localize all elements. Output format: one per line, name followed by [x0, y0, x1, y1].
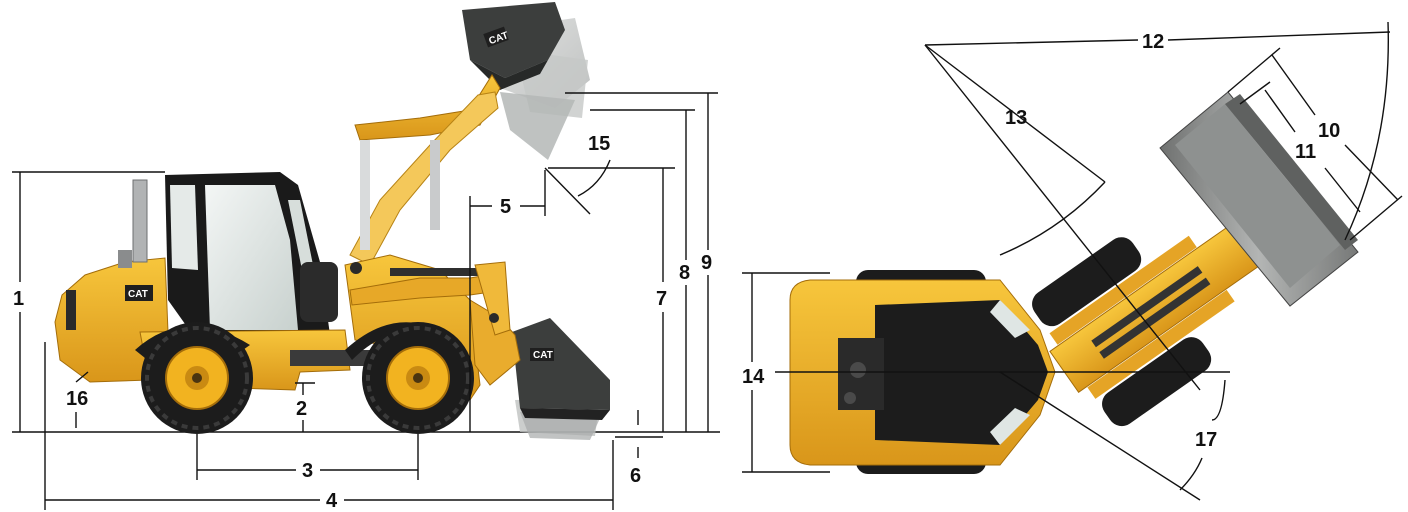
dimension-label-3: 3 — [302, 460, 313, 482]
top-bucket — [1159, 91, 1359, 307]
dimension-label-4: 4 — [326, 490, 338, 512]
dimension-12: 12 — [924, 21, 1391, 241]
dimension-9: 9 — [565, 92, 718, 432]
dimension-label-10: 10 — [1318, 120, 1340, 142]
rear-wheel — [141, 322, 253, 434]
dimension-13: 13 — [924, 44, 1201, 391]
dimension-label-7: 7 — [656, 288, 667, 310]
raised-lift-arms — [349, 74, 501, 266]
engine-hood: CAT — [54, 179, 169, 383]
dimension-11: 11 — [1239, 81, 1361, 213]
dimension-label-1: 1 — [13, 288, 24, 310]
top-front-section — [1032, 224, 1260, 427]
dimension-2: 2 — [295, 382, 315, 432]
front-wheel — [362, 322, 474, 434]
dimension-3: 3 — [196, 434, 419, 482]
dimension-1: 1 — [12, 171, 165, 432]
dimension-label-5: 5 — [500, 196, 511, 218]
dimension-10: 10 — [1227, 47, 1403, 241]
dimension-8: 8 — [590, 109, 695, 432]
hood-logo: CAT — [128, 289, 148, 300]
raised-bucket: CAT — [462, 2, 565, 90]
lowered-bucket: CAT — [512, 318, 610, 420]
top-view: 14 17 13 12 10 — [742, 21, 1403, 501]
cab — [165, 172, 338, 338]
dimension-label-15: 15 — [588, 133, 610, 155]
dimension-label-14: 14 — [742, 366, 765, 388]
dimension-14: 14 — [742, 272, 1230, 473]
front-right-tire — [1102, 337, 1212, 427]
dimension-16: 16 — [66, 371, 89, 428]
dimension-15: 15 — [544, 133, 675, 215]
dimension-17: 17 — [999, 371, 1226, 501]
dimension-label-16: 16 — [66, 388, 88, 410]
front-left-tire — [1032, 237, 1142, 327]
lowered-bucket-logo: CAT — [533, 350, 553, 361]
dimension-7: 7 — [656, 168, 667, 432]
dimension-label-17: 17 — [1195, 429, 1217, 451]
dimension-5: 5 — [469, 170, 546, 432]
dimension-label-8: 8 — [679, 262, 690, 284]
dimension-label-2: 2 — [296, 398, 307, 420]
dimension-4: 4 — [44, 342, 614, 512]
dimension-label-12: 12 — [1142, 31, 1164, 53]
dimension-label-9: 9 — [701, 252, 712, 274]
dimension-6: 6 — [615, 410, 663, 487]
dimension-label-11: 11 — [1295, 141, 1316, 163]
side-view: CAT CAT CAT — [12, 2, 720, 512]
dimension-label-13: 13 — [1005, 107, 1027, 129]
dimension-label-6: 6 — [630, 465, 641, 487]
